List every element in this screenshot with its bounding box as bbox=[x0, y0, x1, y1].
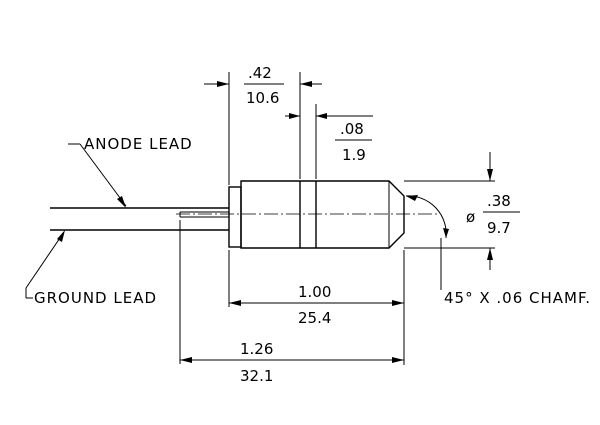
body-outline bbox=[240, 180, 405, 249]
groove-width-dimension: .08 1.9 bbox=[285, 104, 373, 179]
leads bbox=[50, 207, 229, 231]
body-length-inch: 1.00 bbox=[298, 283, 331, 301]
flange-width-inch: .42 bbox=[248, 64, 272, 82]
body-length-mm: 25.4 bbox=[298, 309, 331, 327]
anode-leader: ANODE LEAD bbox=[68, 135, 193, 208]
overall-length-mm: 32.1 bbox=[240, 367, 273, 385]
ground-leader: GROUND LEAD bbox=[25, 230, 157, 307]
diameter-inch: .38 bbox=[487, 192, 511, 210]
diameter-dimension: ø .38 9.7 bbox=[404, 152, 520, 270]
groove-width-inch: .08 bbox=[340, 120, 364, 138]
chamfer-label: 45° X .06 CHAMF. bbox=[444, 289, 591, 307]
flange-width-mm: 10.6 bbox=[246, 89, 279, 107]
body-length-dimension: 1.00 25.4 bbox=[228, 250, 405, 365]
flange-width-dimension: .42 10.6 bbox=[204, 64, 322, 185]
overall-length-dimension: 1.26 32.1 bbox=[179, 220, 404, 385]
chamfer-callout: 45° X .06 CHAMF. bbox=[405, 195, 591, 307]
groove-width-mm: 1.9 bbox=[342, 146, 366, 164]
flange bbox=[228, 186, 242, 248]
diameter-symbol: ø bbox=[466, 208, 475, 226]
diameter-mm: 9.7 bbox=[487, 219, 511, 237]
overall-length-inch: 1.26 bbox=[240, 340, 273, 358]
led-body bbox=[176, 180, 440, 249]
anode-lead-label: ANODE LEAD bbox=[84, 135, 193, 153]
ground-lead-label: GROUND LEAD bbox=[34, 289, 157, 307]
